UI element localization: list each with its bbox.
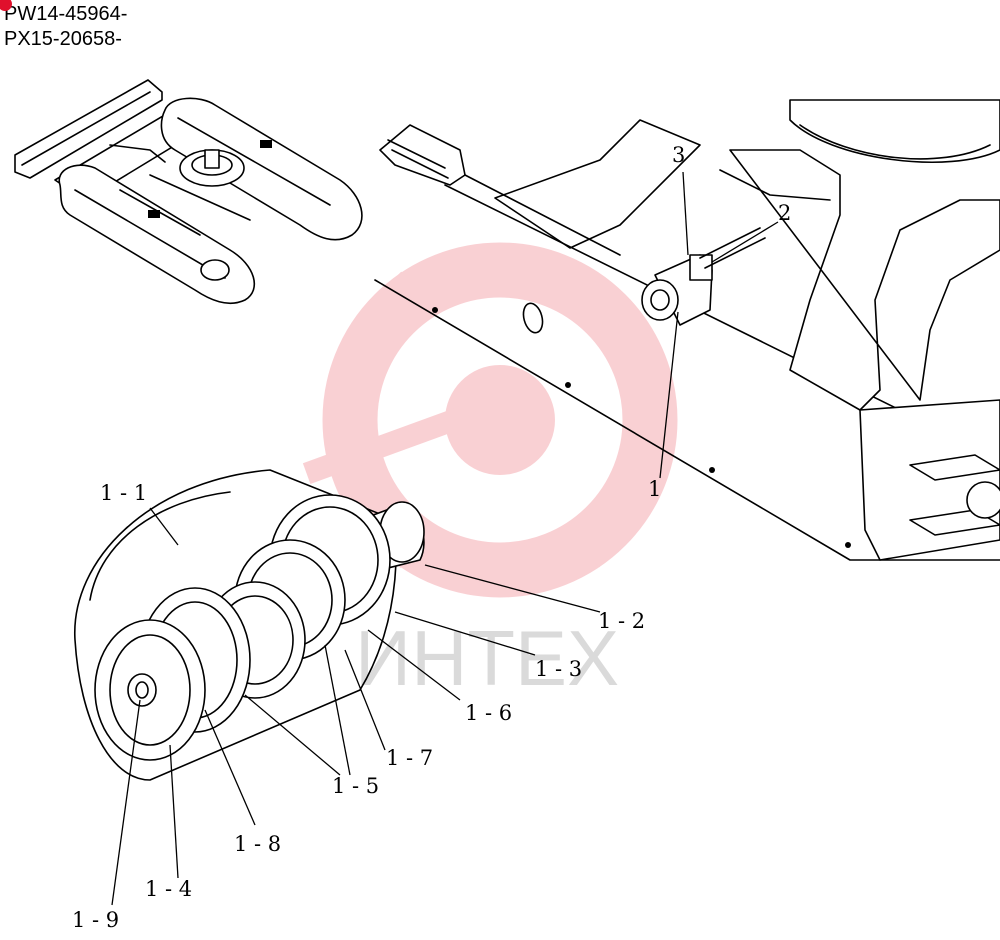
badge-dot: [0, 0, 12, 11]
watermark-text: ИНТЕХ: [355, 614, 619, 702]
serial-number-range-1: PW14-45964-: [0, 0, 128, 25]
callout-1-1: 1 - 1: [100, 481, 147, 505]
callout-1-5: 1 - 5: [332, 774, 379, 798]
frame-slot: [522, 302, 544, 334]
callout-2: 2: [778, 201, 791, 225]
callout-1-4: 1 - 4: [145, 877, 192, 901]
undercarriage-overview-drawing: [14, 79, 363, 305]
track-frame-drawing: [374, 99, 1000, 561]
leader-lines: [111, 171, 779, 906]
callout-1-2: 1 - 2: [598, 609, 645, 633]
callout-1-9: 1 - 9: [72, 908, 119, 932]
callout-1-7: 1 - 7: [386, 746, 433, 770]
roller-marker: [148, 210, 160, 218]
roller-marker: [260, 140, 272, 148]
serial-number-range-2: PX15-20658-: [4, 28, 122, 50]
watermark-gear-logo: [302, 242, 678, 598]
callout-1: 1: [648, 477, 661, 501]
serial-text-1: PW14-45964-: [4, 3, 128, 25]
callout-1-3: 1 - 3: [535, 657, 582, 681]
carrier-roller-installed: [641, 227, 766, 326]
carrier-roller-exploded: [74, 469, 425, 781]
callout-1-8: 1 - 8: [234, 832, 281, 856]
callout-labels: 3 2 1 1 - 1 1 - 2 1 - 3 1 - 6 1 - 7 1 - …: [72, 143, 791, 932]
callout-3: 3: [672, 143, 685, 167]
callout-1-6: 1 - 6: [465, 701, 512, 725]
